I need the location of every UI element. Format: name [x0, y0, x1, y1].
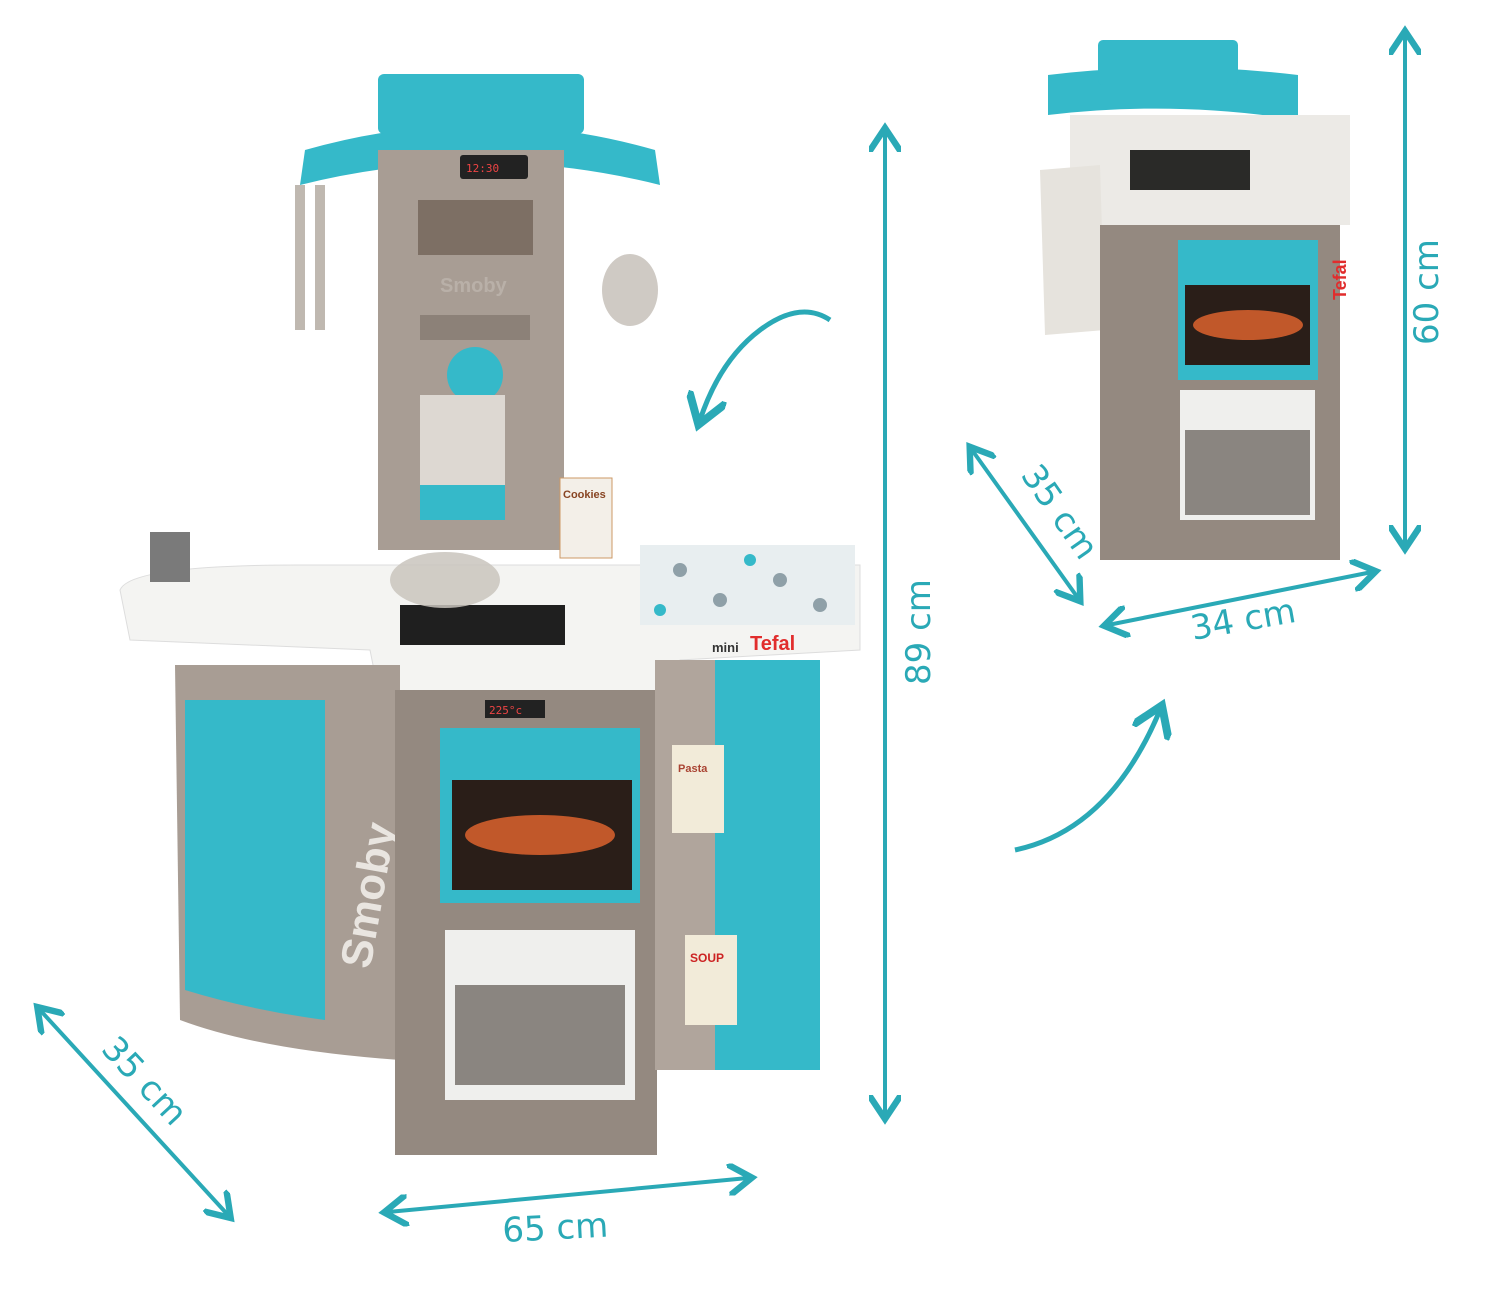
cookies-box-label: Cookies — [563, 489, 606, 501]
width-arrow-large — [388, 1178, 748, 1212]
pasta-box-label: Pasta — [678, 763, 708, 775]
depth-arrow-folded — [972, 450, 1078, 598]
folded-height-label: 60 cm — [1407, 239, 1447, 345]
folded-width-label: 34 cm — [1188, 591, 1299, 649]
unfold-arrow-icon — [1014, 710, 1160, 853]
folded-kitchen: Tefal — [1040, 40, 1350, 560]
tefal-prefix: mini — [712, 640, 739, 655]
oven-display: 225°c — [489, 704, 522, 717]
column-logo: Smoby — [440, 275, 508, 297]
clock-display — [460, 155, 528, 179]
large-height-label: 89 cm — [899, 579, 939, 685]
fold-arrow-icon — [700, 309, 832, 420]
large-depth-label: 35 cm — [93, 1029, 194, 1134]
folded-tefal-logo: Tefal — [1330, 259, 1350, 300]
width-arrow-folded — [1108, 572, 1372, 625]
unfolded-kitchen: 12:30 Smoby Cookies mini Tefal Smoby 225… — [119, 74, 861, 1155]
clock-text: 12:30 — [466, 162, 499, 175]
large-width-label: 65 cm — [501, 1206, 609, 1251]
folded-depth-label: 35 cm — [1013, 457, 1107, 567]
tefal-logo: Tefal — [750, 633, 795, 655]
soup-box-label: SOUP — [690, 951, 724, 965]
depth-arrow-large — [40, 1010, 228, 1215]
